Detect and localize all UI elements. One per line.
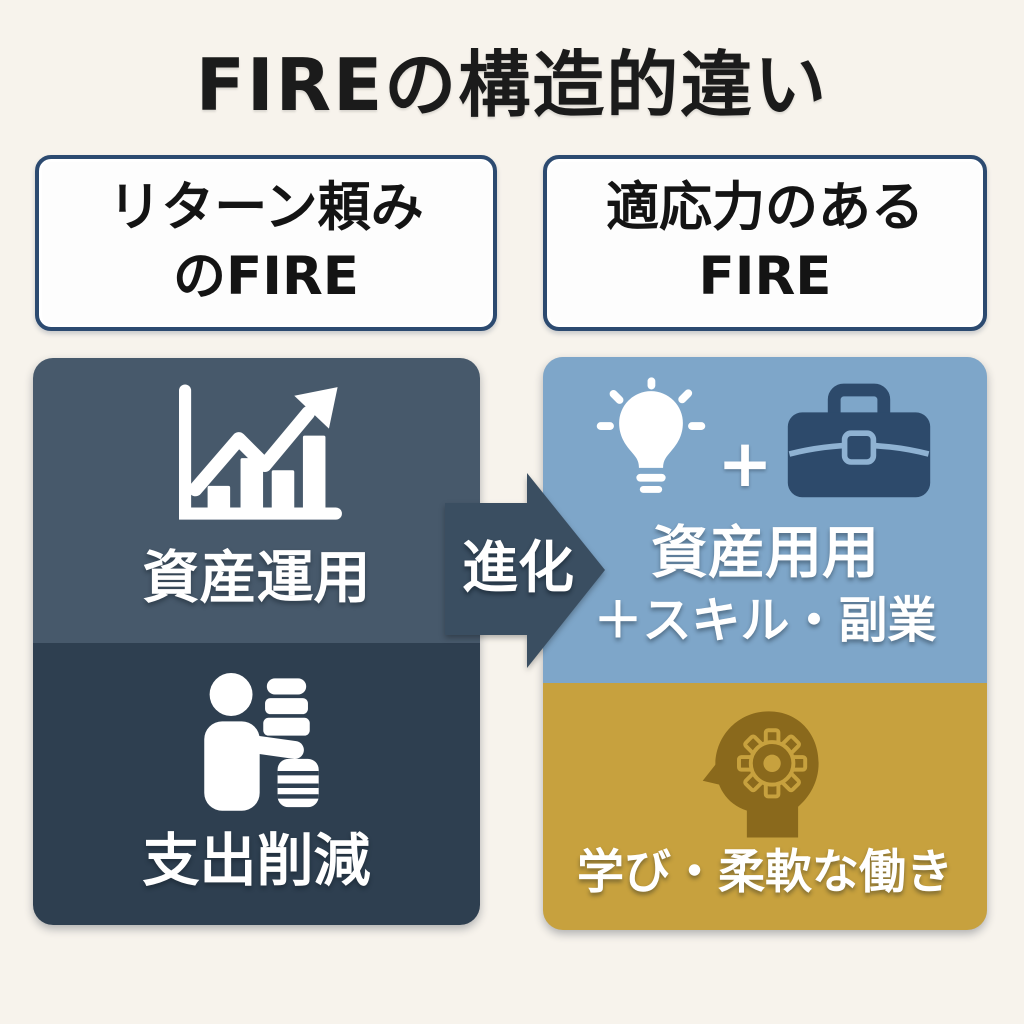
learning-flexible-work-panel: 学び・柔軟な働き <box>543 683 987 930</box>
skills-label-line2: ＋スキル・副業 <box>593 591 937 649</box>
left-header-box: リターン頼み のFIRE <box>35 155 497 331</box>
expense-reduction-label: 支出削減 <box>142 828 371 894</box>
head-gear-icon <box>698 695 832 842</box>
evolution-arrow-label: 進化 <box>462 536 574 601</box>
right-header-box: 適応力のある FIRE <box>543 155 987 331</box>
growth-chart-icon <box>166 384 348 538</box>
right-column: + 資産用用 ＋スキル・副業 <box>543 357 987 930</box>
right-header-line2: FIRE <box>698 246 832 307</box>
briefcase-icon <box>783 382 935 506</box>
left-column: 資産運用 支出削減 <box>33 358 480 925</box>
skills-label-line1: 資産用用 <box>651 520 879 586</box>
lightbulb-icon <box>595 377 707 511</box>
expense-reduction-panel: 支出削減 <box>33 643 480 925</box>
asset-management-label: 資産運用 <box>142 545 371 611</box>
learning-flexible-work-label: 学び・柔軟な働き <box>577 845 953 900</box>
left-header-line1: リターン頼み <box>108 177 424 239</box>
asset-management-panel: 資産運用 <box>33 358 480 643</box>
evolution-arrow <box>445 473 605 668</box>
person-savings-icon <box>181 665 333 821</box>
right-header-line1: 適応力のある <box>606 177 924 239</box>
plus-icon: + <box>717 425 773 502</box>
skills-side-business-panel: + 資産用用 ＋スキル・副業 <box>543 357 987 683</box>
left-header-line2: のFIRE <box>173 246 359 307</box>
skills-icons-row: + <box>595 377 934 511</box>
page-title: FIREの構造的違い <box>195 43 829 127</box>
